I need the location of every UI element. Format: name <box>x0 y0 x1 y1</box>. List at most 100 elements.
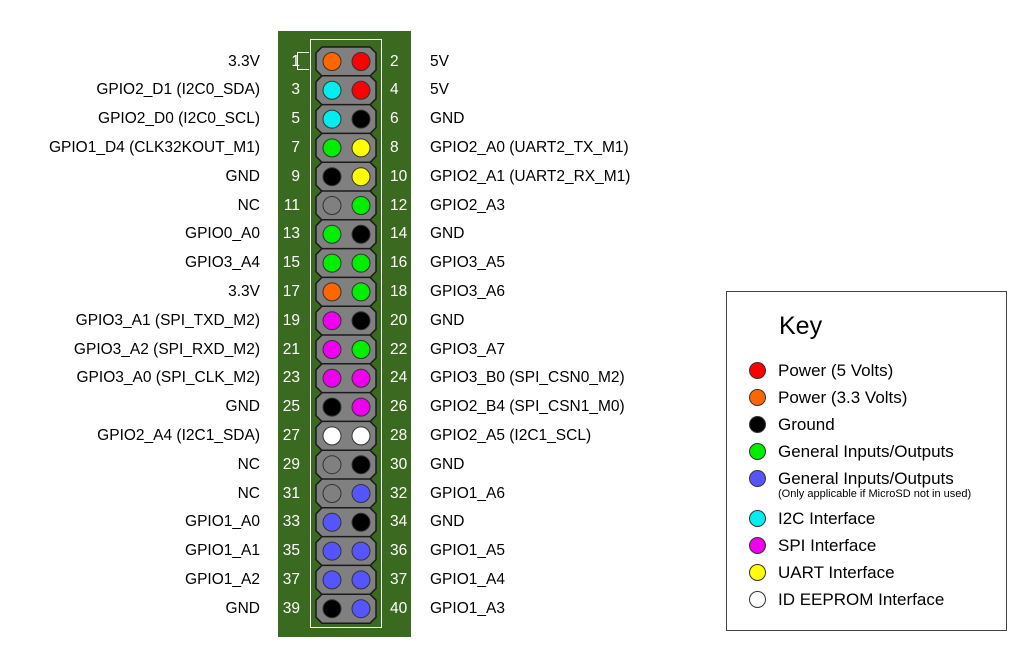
pin-number-right: 37 <box>390 570 408 588</box>
pin-label-right: GPIO2_A0 (UART2_TX_M1) <box>430 138 629 156</box>
pin-label-left: GPIO2_D0 (I2C0_SCL) <box>98 110 260 128</box>
pin-number-left: 37 <box>282 570 300 588</box>
pin-number-left: 3 <box>291 81 300 99</box>
pin-number-right: 32 <box>390 484 408 502</box>
pin-label-left: NC <box>237 196 260 214</box>
pin-number-right: 26 <box>390 398 408 416</box>
pin-label-left: GPIO1_A2 <box>185 570 260 588</box>
legend-label: ID EEPROM Interface <box>778 590 945 609</box>
pin-4-right <box>351 80 371 100</box>
pin-number-right: 12 <box>390 196 408 214</box>
pin-row <box>315 420 377 452</box>
pin-26-right <box>351 397 371 417</box>
pin-6-right <box>351 109 371 129</box>
pin-number-right: 34 <box>390 513 408 531</box>
pin-37-right <box>351 570 371 590</box>
pin-33-left <box>322 512 342 532</box>
pin-number-left: 23 <box>282 369 300 387</box>
pin-number-left: 21 <box>282 340 300 358</box>
pin-31-left <box>322 484 342 503</box>
pin-number-right: 24 <box>390 369 408 387</box>
pin-number-right: 10 <box>390 167 408 185</box>
pin-1-left <box>322 52 342 71</box>
pin-number-left: 9 <box>291 167 300 185</box>
pin-number-left: 13 <box>282 225 300 243</box>
pin-label-left: NC <box>237 484 260 502</box>
pin-row <box>315 363 377 394</box>
pin-row <box>315 161 377 192</box>
pin-23-left <box>322 368 342 388</box>
legend-swatch-icon <box>749 564 766 581</box>
pin-13-left <box>322 224 342 244</box>
pin-number-left: 5 <box>291 110 300 128</box>
pin-label-right: GND <box>430 455 465 473</box>
pin-number-right: 40 <box>390 599 408 617</box>
pin-19-left <box>322 311 342 331</box>
pin-row <box>315 507 377 538</box>
legend-swatch-icon <box>749 537 766 554</box>
pin-number-left: 15 <box>282 254 300 272</box>
pin-29-left <box>322 455 342 475</box>
pin-row <box>315 593 377 624</box>
pin-label-left: GPIO3_A1 (SPI_TXD_M2) <box>75 311 260 329</box>
pin-2-right <box>351 52 371 71</box>
pin-16-right <box>351 253 371 273</box>
pin-row <box>315 449 377 480</box>
pin-number-left: 27 <box>282 426 300 444</box>
pin-number-right: 20 <box>390 311 408 329</box>
pin-number-left: 35 <box>282 542 300 560</box>
pin-label-right: 5V <box>430 52 449 70</box>
pin-label-left: GPIO1_D4 (CLK32KOUT_M1) <box>48 138 260 156</box>
pin-number-left: 11 <box>283 196 300 214</box>
pin-row <box>315 46 377 77</box>
pin-24-right <box>351 368 371 388</box>
pin-14-right <box>351 224 371 244</box>
pin-label-right: GPIO2_A1 (UART2_RX_M1) <box>430 167 631 185</box>
legend-swatch-icon <box>749 591 766 608</box>
pin-37-left <box>322 570 342 590</box>
pin-number-right: 8 <box>390 138 399 156</box>
pin-label-right: GPIO3_A5 <box>430 254 505 272</box>
pin-label-right: GPIO1_A5 <box>430 542 505 560</box>
pin-row <box>315 219 377 250</box>
pin-number-right: 14 <box>390 225 408 243</box>
pin-17-left <box>322 282 342 302</box>
pin-number-right: 4 <box>390 81 399 99</box>
pin-25-left <box>322 397 342 417</box>
pin-label-right: GND <box>430 110 465 128</box>
pin-label-left: GPIO3_A2 (SPI_RXD_M2) <box>73 340 260 358</box>
pin-label-left: GPIO2_A4 (I2C1_SDA) <box>97 426 260 444</box>
pin-row <box>315 478 377 509</box>
pin-label-right: GPIO1_A3 <box>430 599 505 617</box>
pin-label-left: GPIO3_A4 <box>185 254 260 272</box>
legend-swatch-icon <box>749 470 766 487</box>
pin-39-left <box>322 599 342 619</box>
pin-12-right <box>351 196 371 215</box>
pin-9-left <box>322 167 342 187</box>
pin-10-right <box>351 167 371 187</box>
pin-number-right: 22 <box>390 340 408 358</box>
pin-36-right <box>351 541 371 561</box>
legend-title: Key <box>779 312 823 340</box>
pin-number-left: 17 <box>282 282 300 300</box>
pin-label-right: GPIO1_A6 <box>430 484 505 502</box>
pin-number-right: 16 <box>390 254 408 272</box>
legend-label: I2C Interface <box>778 509 876 528</box>
pin-label-right: GPIO3_A7 <box>430 340 505 358</box>
pin-label-left: GPIO1_A0 <box>185 513 260 531</box>
pin-11-left <box>322 196 342 215</box>
legend-swatch-icon <box>749 416 766 433</box>
pin-30-right <box>351 455 371 475</box>
pin-row <box>315 247 377 279</box>
pin-number-left: 1 <box>291 52 300 70</box>
pin-label-left: NC <box>237 455 260 473</box>
pin-label-right: GPIO1_A4 <box>430 570 505 588</box>
pin-label-right: GPIO3_B0 (SPI_CSN0_M2) <box>430 369 625 387</box>
legend-swatch-icon <box>749 362 766 379</box>
pin1-marker <box>297 52 309 70</box>
pin-label-left: 3.3V <box>228 52 260 70</box>
pin-row <box>315 276 377 308</box>
pin-row <box>315 75 377 106</box>
pin-row <box>315 132 377 164</box>
pin-number-left: 33 <box>282 513 300 531</box>
